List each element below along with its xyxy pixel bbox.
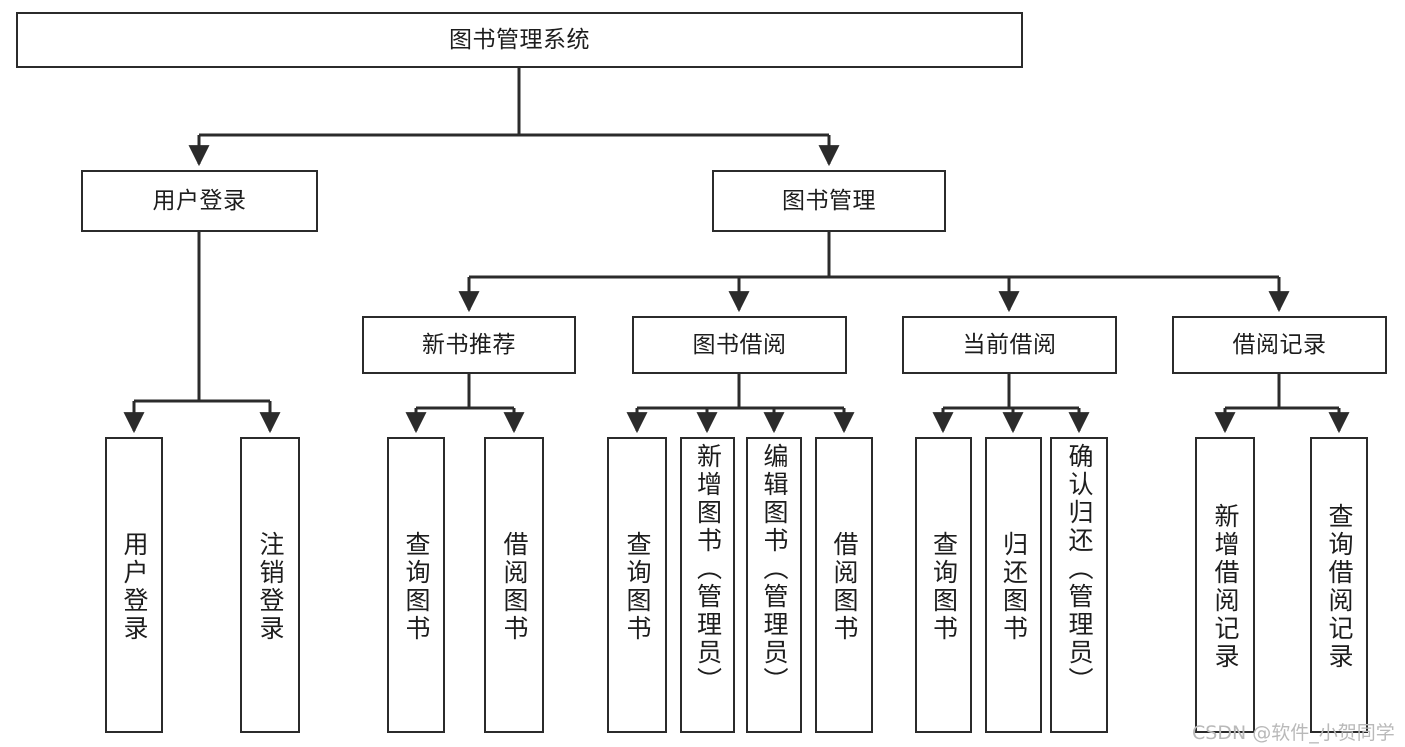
leaf-query-book-borrow[interactable]: 查询图书 bbox=[607, 437, 667, 733]
leaf-logout[interactable]: 注销登录 bbox=[240, 437, 300, 733]
node-book-borrow[interactable]: 图书借阅 bbox=[632, 316, 847, 374]
leaf-user-login[interactable]: 用户登录 bbox=[105, 437, 163, 733]
node-new-book-recommend[interactable]: 新书推荐 bbox=[362, 316, 576, 374]
leaf-query-book-recommend-label: 查询图书 bbox=[402, 531, 431, 643]
leaf-query-book-current-label: 查询图书 bbox=[929, 531, 959, 643]
node-current-borrow[interactable]: 当前借阅 bbox=[902, 316, 1117, 374]
node-new-book-recommend-label: 新书推荐 bbox=[422, 331, 516, 358]
node-book-management[interactable]: 图书管理 bbox=[712, 170, 946, 232]
leaf-confirm-return-admin-label: 确认归还（管理员） bbox=[1065, 443, 1094, 695]
leaf-add-borrow-record[interactable]: 新增借阅记录 bbox=[1195, 437, 1255, 733]
leaf-borrow-book-label: 借阅图书 bbox=[830, 531, 859, 643]
leaf-query-borrow-record-label: 查询借阅记录 bbox=[1325, 503, 1354, 671]
node-user-login[interactable]: 用户登录 bbox=[81, 170, 318, 232]
leaf-query-book-borrow-label: 查询图书 bbox=[623, 531, 652, 643]
leaf-return-book-label: 归还图书 bbox=[999, 531, 1029, 643]
node-book-borrow-label: 图书借阅 bbox=[692, 331, 787, 358]
leaf-add-book-admin-label: 新增图书（管理员） bbox=[693, 443, 723, 695]
node-current-borrow-label: 当前借阅 bbox=[962, 331, 1057, 358]
leaf-borrow-book[interactable]: 借阅图书 bbox=[815, 437, 873, 733]
node-borrow-record[interactable]: 借阅记录 bbox=[1172, 316, 1387, 374]
leaf-borrow-book-recommend-label: 借阅图书 bbox=[500, 531, 529, 643]
node-root-label: 图书管理系统 bbox=[449, 26, 590, 53]
leaf-add-borrow-record-label: 新增借阅记录 bbox=[1211, 503, 1240, 671]
leaf-return-book[interactable]: 归还图书 bbox=[985, 437, 1042, 733]
leaf-add-book-admin[interactable]: 新增图书（管理员） bbox=[680, 437, 735, 733]
leaf-logout-label: 注销登录 bbox=[256, 531, 285, 643]
node-borrow-record-label: 借阅记录 bbox=[1232, 331, 1327, 358]
csdn-watermark: CSDN @软件_小贺同学 bbox=[1192, 722, 1395, 744]
leaf-edit-book-admin-label: 编辑图书（管理员） bbox=[760, 443, 789, 695]
leaf-user-login-label: 用户登录 bbox=[120, 531, 149, 643]
node-root[interactable]: 图书管理系统 bbox=[16, 12, 1023, 68]
leaf-query-borrow-record[interactable]: 查询借阅记录 bbox=[1310, 437, 1368, 733]
node-book-management-label: 图书管理 bbox=[782, 187, 876, 214]
leaf-confirm-return-admin[interactable]: 确认归还（管理员） bbox=[1050, 437, 1108, 733]
leaf-query-book-current[interactable]: 查询图书 bbox=[915, 437, 972, 733]
node-user-login-label: 用户登录 bbox=[152, 187, 247, 214]
leaf-edit-book-admin[interactable]: 编辑图书（管理员） bbox=[746, 437, 802, 733]
leaf-query-book-recommend[interactable]: 查询图书 bbox=[387, 437, 445, 733]
leaf-borrow-book-recommend[interactable]: 借阅图书 bbox=[484, 437, 544, 733]
